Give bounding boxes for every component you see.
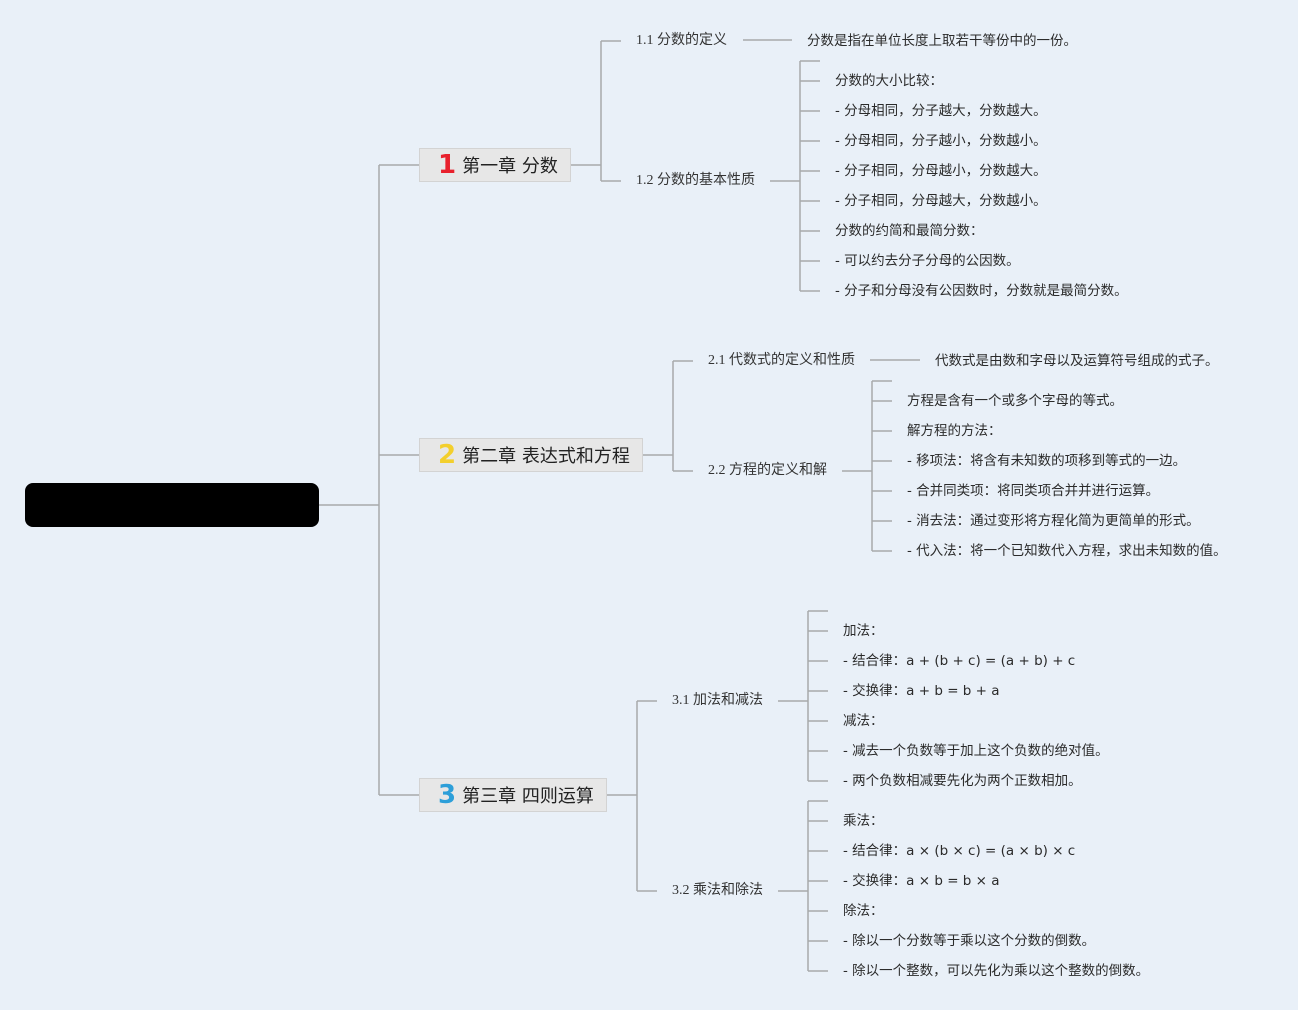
leaf-s11-0[interactable]: 分数是指在单位长度上取若干等份中的一份。 [807,33,1077,49]
leaf-s31-1[interactable]: - 结合律：a + (b + c) = (a + b) + c [843,653,1076,669]
leaf-s31-3[interactable]: 减法： [843,713,884,729]
chapter-title: 第一章 分数 [462,156,558,177]
chapter-2-node[interactable]: 2 第二章 表达式和方程 [419,438,643,472]
leaf-s32-2[interactable]: - 交换律：a × b = b × a [843,873,1000,889]
leaf-s12-5[interactable]: 分数的约简和最简分数： [835,223,984,239]
leaf-s32-0[interactable]: 乘法： [843,813,884,829]
root-node[interactable] [25,483,319,527]
leaf-s22-2[interactable]: - 移项法：将含有未知数的项移到等式的一边。 [907,453,1187,469]
leaf-s32-1[interactable]: - 结合律：a × (b × c) = (a × b) × c [843,843,1076,859]
leaf-s22-1[interactable]: 解方程的方法： [907,423,1002,439]
leaf-s32-5[interactable]: - 除以一个整数，可以先化为乘以这个整数的倒数。 [843,963,1150,979]
section-2-1[interactable]: 2.1 代数式的定义和性质 [708,353,855,368]
leaf-s12-1[interactable]: - 分母相同，分子越大，分数越大。 [835,103,1047,119]
section-2-2[interactable]: 2.2 方程的定义和解 [708,463,827,478]
section-1-1[interactable]: 1.1 分数的定义 [636,33,727,48]
leaf-s12-4[interactable]: - 分子相同，分母越大，分数越小。 [835,193,1047,209]
leaf-s22-3[interactable]: - 合并同类项：将同类项合并并进行运算。 [907,483,1160,499]
leaf-s31-4[interactable]: - 减去一个负数等于加上这个负数的绝对值。 [843,743,1109,759]
chapter-number: 2 [438,440,457,470]
leaf-s12-6[interactable]: - 可以约去分子分母的公因数。 [835,253,1020,269]
leaf-s22-4[interactable]: - 消去法：通过变形将方程化简为更简单的形式。 [907,513,1200,529]
leaf-s31-5[interactable]: - 两个负数相减要先化为两个正数相加。 [843,773,1082,789]
leaf-s21-0[interactable]: 代数式是由数和字母以及运算符号组成的式子。 [935,353,1219,369]
chapter-title: 第二章 表达式和方程 [462,446,630,467]
chapter-number: 1 [438,150,457,180]
chapter-3-node[interactable]: 3 第三章 四则运算 [419,778,607,812]
leaf-s31-0[interactable]: 加法： [843,623,884,639]
leaf-s12-7[interactable]: - 分子和分母没有公因数时，分数就是最简分数。 [835,283,1128,299]
chapter-number: 3 [438,780,457,810]
section-3-2[interactable]: 3.2 乘法和除法 [672,883,763,898]
section-3-1[interactable]: 3.1 加法和减法 [672,693,763,708]
chapter-title: 第三章 四则运算 [462,786,594,807]
leaf-s22-5[interactable]: - 代入法：将一个已知数代入方程，求出未知数的值。 [907,543,1227,559]
leaf-s31-2[interactable]: - 交换律：a + b = b + a [843,683,1000,699]
leaf-s12-2[interactable]: - 分母相同，分子越小，分数越小。 [835,133,1047,149]
leaf-s12-0[interactable]: 分数的大小比较： [835,73,943,89]
leaf-s32-4[interactable]: - 除以一个分数等于乘以这个分数的倒数。 [843,933,1096,949]
leaf-s12-3[interactable]: - 分子相同，分母越小，分数越大。 [835,163,1047,179]
leaf-s22-0[interactable]: 方程是含有一个或多个字母的等式。 [907,393,1123,409]
section-1-2[interactable]: 1.2 分数的基本性质 [636,173,755,188]
leaf-s32-3[interactable]: 除法： [843,903,884,919]
chapter-1-node[interactable]: 1 第一章 分数 [419,148,571,182]
